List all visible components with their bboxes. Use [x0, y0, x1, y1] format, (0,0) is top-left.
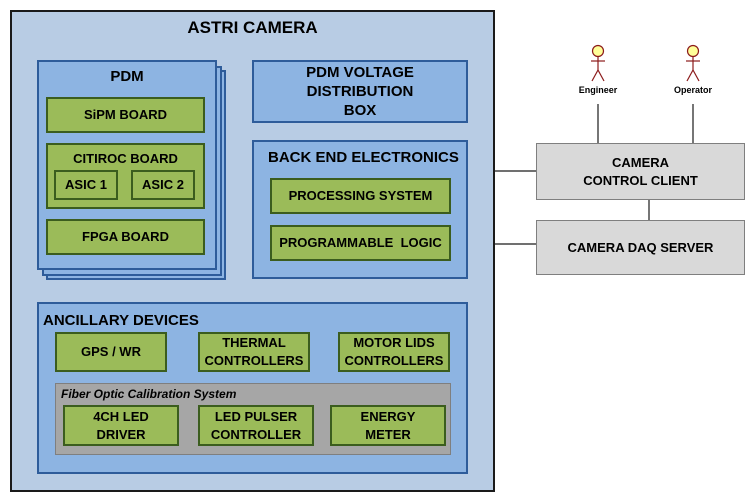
operator-person-icon: [686, 44, 700, 82]
energy-meter: ENERGY METER: [330, 405, 446, 446]
pdm-voltage-distribution-box: PDM VOLTAGE DISTRIBUTION BOX: [252, 60, 468, 123]
operator-actor: Operator: [663, 44, 723, 95]
bee-title: BACK END ELECTRONICS: [268, 149, 459, 166]
thermal-line-2: CONTROLLERS: [204, 353, 304, 368]
citiroc-board-label: CITIROC BOARD: [73, 151, 178, 166]
thermal-controllers: THERMAL CONTROLLERS: [198, 332, 310, 372]
sipm-board: SiPM BOARD: [46, 97, 205, 133]
energy-line-2: METER: [365, 426, 411, 442]
motor-line-2: CONTROLLERS: [344, 353, 444, 368]
asic-1-label: ASIC 1: [65, 177, 107, 192]
gps-wr-label: GPS / WR: [81, 344, 141, 359]
vdb-line-1: PDM VOLTAGE: [306, 64, 414, 81]
engineer-label: Engineer: [578, 85, 618, 95]
pulser-line-1: LED PULSER: [214, 408, 298, 424]
motor-line-1: MOTOR LIDS: [353, 335, 435, 350]
fpga-board-label: FPGA BOARD: [82, 229, 169, 244]
processing-system: PROCESSING SYSTEM: [270, 178, 451, 214]
engineer-actor: Engineer: [568, 44, 628, 95]
processing-system-label: PROCESSING SYSTEM: [288, 188, 433, 203]
ccc-line-1: CAMERA: [611, 154, 670, 170]
asic-2-label: ASIC 2: [142, 177, 184, 192]
ancillary-title: ANCILLARY DEVICES: [43, 312, 199, 329]
asic-2: ASIC 2: [131, 170, 195, 200]
camera-control-client: CAMERA CONTROL CLIENT: [536, 143, 745, 200]
operator-label: Operator: [673, 85, 712, 95]
4ch-led-driver: 4CH LED DRIVER: [63, 405, 179, 446]
energy-line-1: ENERGY: [360, 408, 416, 424]
engineer-person-icon: [591, 44, 605, 82]
asic-1: ASIC 1: [54, 170, 118, 200]
focs-title: Fiber Optic Calibration System: [61, 387, 237, 401]
vdb-line-2: DISTRIBUTION: [306, 83, 414, 100]
camera-daq-server: CAMERA DAQ SERVER: [536, 220, 745, 275]
motor-lids-controllers: MOTOR LIDS CONTROLLERS: [338, 332, 450, 372]
ccc-line-2: CONTROL CLIENT: [583, 172, 698, 188]
daq-label: CAMERA DAQ SERVER: [567, 239, 714, 255]
programmable-logic-label: PROGRAMMABLE LOGIC: [279, 235, 442, 250]
camera-title: ASTRI CAMERA: [187, 18, 318, 37]
led-pulser-controller: LED PULSER CONTROLLER: [198, 405, 314, 446]
gps-wr: GPS / WR: [55, 332, 167, 372]
thermal-line-1: THERMAL: [222, 335, 286, 350]
pdm-title: PDM: [110, 68, 144, 85]
pulser-line-2: CONTROLLER: [210, 426, 302, 442]
led4-line-2: DRIVER: [96, 426, 146, 442]
vdb-line-3: BOX: [343, 102, 377, 119]
led4-line-1: 4CH LED: [93, 408, 149, 424]
programmable-logic: PROGRAMMABLE LOGIC: [270, 225, 451, 261]
fpga-board: FPGA BOARD: [46, 219, 205, 255]
sipm-board-label: SiPM BOARD: [83, 107, 168, 122]
